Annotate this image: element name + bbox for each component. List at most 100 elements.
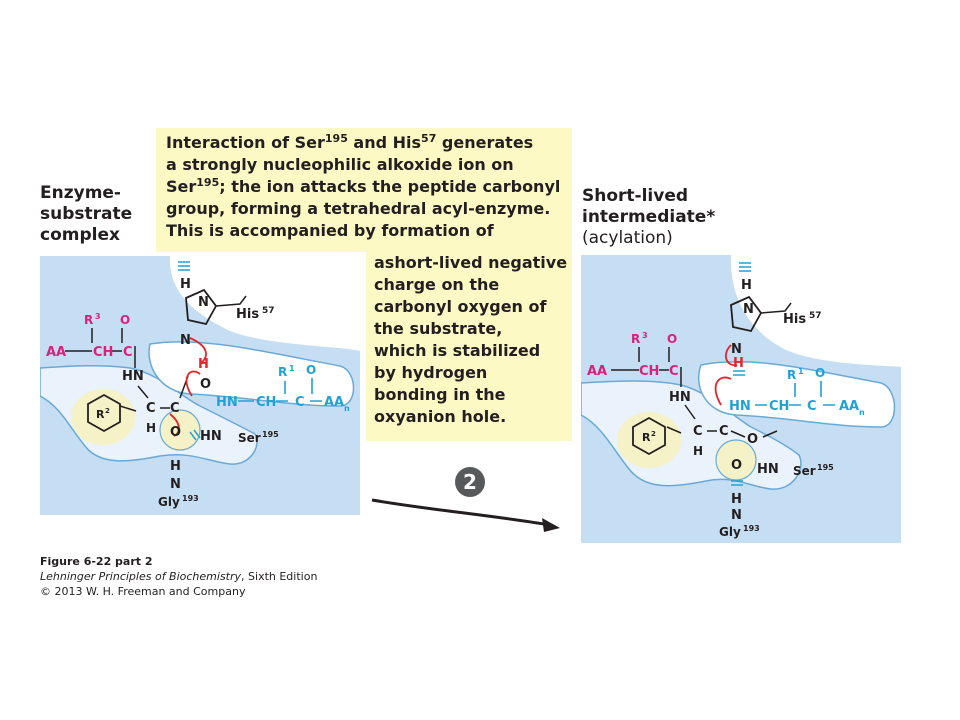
callout-line: Ser195; the ion attacks the peptide carb… (166, 176, 561, 196)
amine-hn-label: HN (729, 399, 751, 414)
his-label: His (783, 312, 806, 327)
callout-line: ashort-lived negative (374, 253, 568, 272)
gly-h-label: H (731, 492, 742, 507)
imidazole-ring (730, 295, 763, 333)
right-heading-line: Short-lived (582, 186, 689, 206)
hydrogen-bond (731, 480, 743, 486)
tetrahedral-c-label: C (719, 424, 729, 439)
callout-bottom: ashort-lived negative charge on the carb… (366, 250, 572, 441)
step-arrow: 2 (371, 467, 560, 532)
his-number: 57 (262, 306, 275, 316)
carbonyl-o-label: O (667, 332, 677, 346)
enzyme-substrate-diagram: H N N His 57 H AA CH C R 3 O HN C H C O … (40, 256, 360, 509)
his-n-label: N (198, 295, 209, 310)
callout-line: which is stabilized (374, 341, 541, 360)
electron-arrow (185, 370, 201, 397)
reaction-arrow-line (371, 498, 551, 527)
ser-label: Ser (238, 431, 261, 445)
hydrogen-bond (739, 262, 751, 272)
ser-number: 195 (817, 463, 834, 472)
callout-line: a strongly nucleophilic alkoxide ion on (166, 155, 514, 174)
figure-caption: Figure 6-22 part 2 Lehninger Principles … (40, 554, 317, 599)
benzene-ring (87, 393, 121, 433)
r1-label: R (787, 368, 796, 382)
carbonyl-o-label: O (120, 313, 130, 327)
r3-label: R (84, 313, 93, 327)
left-heading-line: complex (40, 225, 120, 245)
gly-label: Gly (719, 525, 741, 539)
imidazole-ring (185, 288, 218, 326)
gly-n-label: N (731, 508, 742, 523)
transfer-h-label: H (733, 356, 744, 371)
protein-surface (40, 256, 360, 351)
r2-label: R (96, 408, 105, 421)
r1-number: 1 (289, 364, 295, 373)
left-heading-line: Enzyme- (40, 183, 121, 203)
reaction-arrow-head (542, 518, 560, 532)
leaving-ch-label: CH (256, 395, 276, 410)
r1-number: 1 (798, 367, 804, 376)
substrate-channel (148, 341, 355, 407)
ser-hn-label: HN (757, 462, 779, 477)
leaving-aa-label: AA (324, 395, 344, 410)
right-heading-subtitle: (acylation) (582, 228, 673, 248)
callout-line: This is accompanied by formation of (166, 221, 494, 240)
figure-number: Figure 6-22 part 2 (40, 555, 153, 568)
book-title: Lehninger Principles of Biochemistry (40, 570, 242, 583)
electron-arrow (189, 337, 207, 365)
step-number: 2 (463, 470, 477, 494)
aa-subscript: n (859, 408, 865, 417)
alpha-c-label: C (146, 401, 156, 416)
right-heading: Short-lived intermediate* (acylation) (582, 186, 715, 249)
amine-bonds (755, 381, 835, 406)
intermediate-panel: H N N His 57 H AA CH C R 3 O HN C H C O … (581, 255, 901, 543)
r1-label: R (278, 365, 287, 379)
hydrogen-bond (178, 261, 190, 271)
amine-ch-label: CH (769, 399, 789, 414)
alpha-h-label: H (693, 444, 703, 458)
electron-arrow (724, 344, 738, 367)
alpha-c-label: C (693, 424, 703, 439)
gly-h-label: H (170, 459, 181, 474)
electron-arrow (714, 376, 732, 406)
oxyanion-pocket (715, 439, 757, 481)
oxyanion-o-label: O (731, 458, 742, 473)
ch-label: CH (93, 345, 113, 360)
amine-aa-label: AA (839, 399, 859, 414)
left-heading-line: substrate (40, 204, 133, 224)
callout-line: oxyanion hole. (374, 407, 507, 426)
callout-line: bonding in the (374, 385, 506, 404)
gly-label: Gly (158, 495, 180, 509)
his-side-chain (215, 295, 247, 307)
callout-top: Interaction of Ser195 and His57 generate… (156, 128, 572, 252)
ser-o-label: O (747, 432, 758, 447)
callout-line: by hydrogen (374, 363, 488, 382)
carbonyl-c-label: C (123, 345, 133, 360)
enzyme-substrate-panel: H N N His 57 H AA CH C R 3 O HN C H C O … (40, 256, 360, 515)
r2-number: 2 (105, 407, 110, 415)
ser-label: Ser (793, 464, 816, 478)
aa-label: AA (46, 345, 66, 360)
his-n-label: N (731, 342, 742, 357)
r3-label: R (631, 332, 640, 346)
aa-subscript: n (344, 404, 350, 413)
oxyanion-pocket (159, 409, 201, 451)
r3-number: 3 (642, 331, 648, 340)
carbonyl-c-label: C (669, 364, 679, 379)
leaving-hn-label: HN (216, 395, 238, 410)
callout-line: carbonyl oxygen of (374, 297, 547, 316)
copyright: © 2013 W. H. Freeman and Company (40, 585, 246, 598)
hydrogen-bond (189, 429, 201, 441)
hn-label: HN (122, 369, 144, 384)
his-n-label: N (180, 333, 191, 348)
ch-label: CH (639, 364, 659, 379)
substrate-backbone (65, 328, 189, 412)
callout-line: Interaction of Ser195 and His57 generate… (166, 132, 534, 152)
leaving-group-bonds (238, 378, 322, 402)
r3-number: 3 (95, 312, 101, 321)
his-number: 57 (809, 311, 822, 321)
oxyanion-o-label: O (170, 425, 181, 440)
left-heading: Enzyme- substrate complex (40, 183, 132, 246)
leaving-c-label: C (295, 395, 305, 410)
substrate-backbone (611, 347, 778, 438)
